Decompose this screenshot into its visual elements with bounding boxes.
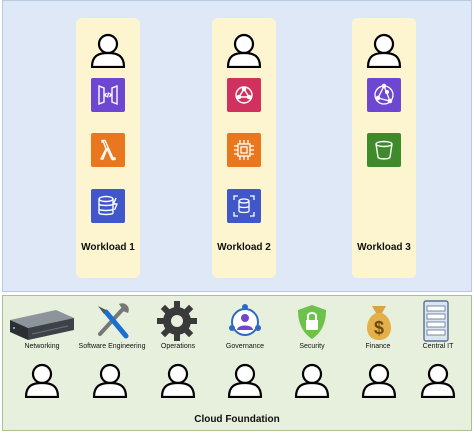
money-bag-icon: $ xyxy=(366,306,392,340)
user-icon xyxy=(160,363,196,398)
workload-lane-3: Workload 3 xyxy=(352,18,416,278)
team-label-governance: Governance xyxy=(225,343,265,350)
user-icon xyxy=(294,363,330,398)
team-label-finance: Finance xyxy=(365,343,391,350)
network-hub-icon xyxy=(367,78,401,112)
eventbridge-icon xyxy=(227,78,261,112)
server-tower-icon xyxy=(423,300,449,342)
governance-icon xyxy=(229,304,261,336)
workload-label: Workload 2 xyxy=(217,242,271,253)
team-label-software-engineering: Software Engineering xyxy=(78,343,146,350)
user-icon xyxy=(366,33,402,68)
dynamodb-icon xyxy=(91,189,125,223)
svg-text:$: $ xyxy=(374,318,384,338)
cloud-foundation-title: Cloud Foundation xyxy=(194,414,280,425)
team-label-security: Security xyxy=(299,343,325,350)
team-label-operations: Operations xyxy=(160,343,196,350)
user-icon xyxy=(90,33,126,68)
server-rack-icon xyxy=(10,310,74,340)
user-icon xyxy=(361,363,397,398)
user-icon xyxy=(24,363,60,398)
workload-label: Workload 3 xyxy=(357,242,411,253)
user-icon xyxy=(227,363,263,398)
team-label-central-it: Central IT xyxy=(422,343,454,350)
workload-lane-2: Workload 2 xyxy=(212,18,276,278)
tools-icon xyxy=(98,303,129,339)
ec2-icon xyxy=(227,133,261,167)
api-gateway-icon xyxy=(91,78,125,112)
workload-lane-1: Workload 1 xyxy=(76,18,140,278)
shield-lock-icon xyxy=(298,305,326,339)
team-label-networking: Networking xyxy=(24,343,60,350)
lambda-icon xyxy=(91,133,125,167)
s3-bucket-icon xyxy=(367,133,401,167)
user-icon xyxy=(226,33,262,68)
workload-label: Workload 1 xyxy=(81,242,135,253)
user-icon xyxy=(92,363,128,398)
rds-icon xyxy=(227,189,261,223)
user-icon xyxy=(420,363,456,398)
gear-icon xyxy=(157,301,197,341)
